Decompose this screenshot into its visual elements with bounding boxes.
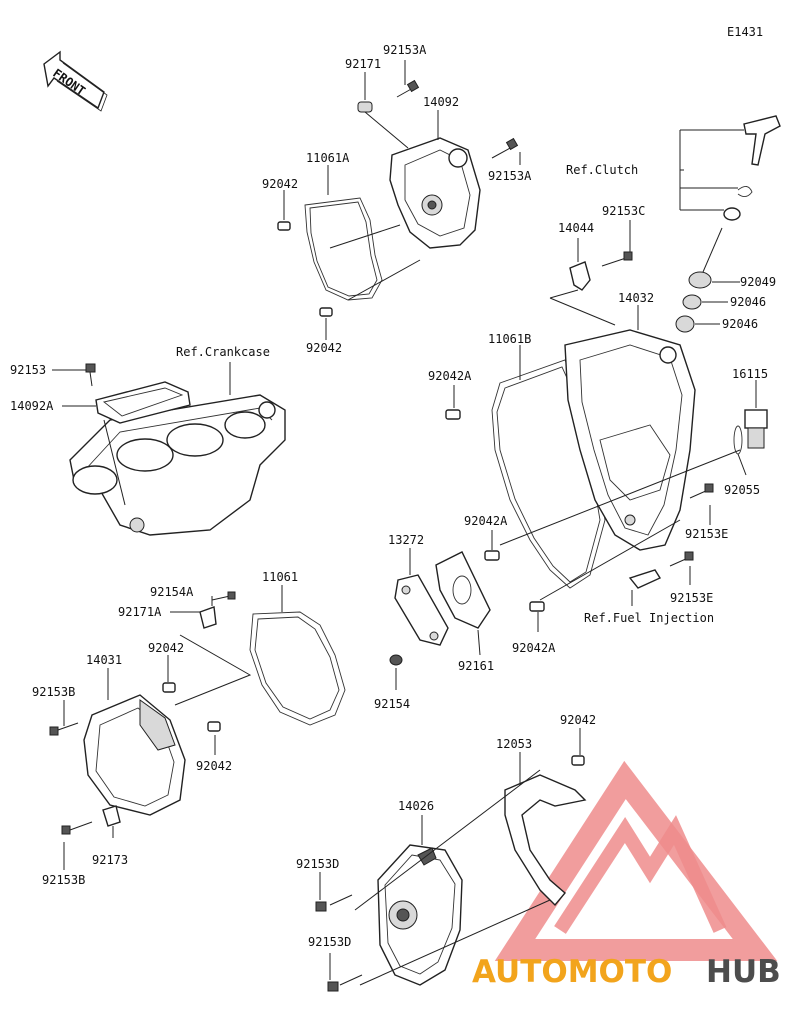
cover-14032 [564, 329, 696, 551]
fuel-injection-bracket [628, 569, 662, 589]
label-14044: 14044 [558, 221, 594, 235]
label-16115: 16115 [732, 367, 768, 381]
diagram-id: E1431 [727, 25, 763, 39]
dowel-92042A-b [484, 550, 500, 561]
label-92173: 92173 [92, 853, 128, 867]
clutch-cover-group [445, 115, 781, 632]
bracket-14044 [569, 261, 591, 291]
watermark-brand-a: AUTOMOTO [472, 954, 672, 990]
seal-92046-a [682, 294, 702, 310]
automotohub-watermark: AUTOMOTO HUB [472, 760, 781, 990]
bolt-92153 [85, 363, 96, 387]
seal-92049 [688, 271, 712, 289]
label-92046-b: 92046 [722, 317, 758, 331]
bolt-92153A-right [491, 137, 519, 159]
label-12053: 12053 [496, 737, 532, 751]
collar-92171A [199, 606, 217, 629]
cover-14092A [95, 381, 191, 424]
label-ref-crankcase: Ref.Crankcase [176, 345, 270, 359]
label-92153: 92153 [10, 363, 46, 377]
label-ref-clutch: Ref.Clutch [566, 163, 638, 177]
label-11061A: 11061A [306, 151, 350, 165]
bolt-92153D-b [327, 974, 363, 992]
front-arrow-icon: FRONT [43, 50, 108, 112]
label-92042-a: 92042 [262, 177, 298, 191]
pulser-cover-group [277, 60, 521, 340]
cap-16115 [744, 409, 768, 449]
seal-92046-b [675, 315, 695, 333]
label-92042A-b: 92042A [464, 514, 508, 528]
label-14026: 14026 [398, 799, 434, 813]
label-92042-c: 92042 [148, 641, 184, 655]
label-11061B: 11061B [488, 332, 531, 346]
label-92171: 92171 [345, 57, 381, 71]
gasket-92161 [435, 551, 491, 629]
label-92154A: 92154A [150, 585, 194, 599]
label-92042-e: 92042 [560, 713, 596, 727]
dowel-92042-a [277, 221, 291, 231]
sprocket-cover-group [315, 728, 587, 992]
crankcase-reference-group [52, 362, 286, 536]
cover-13272-group [389, 548, 491, 690]
label-92153D-b: 92153D [308, 935, 351, 949]
cover-14026 [377, 844, 463, 986]
label-92153E-b: 92153E [670, 591, 713, 605]
dowel-92042A-a [445, 409, 461, 420]
label-92153A-right: 92153A [488, 169, 532, 183]
label-92042-d: 92042 [196, 759, 232, 773]
label-92153B-a: 92153B [32, 685, 75, 699]
collar-92171 [357, 101, 373, 113]
generator-cover-group [49, 585, 346, 870]
part-labels: 92153A 92171 14092 11061A 92042 92153A 9… [10, 43, 776, 949]
bolt-92153D-a [315, 894, 353, 912]
bolt-92154A [211, 591, 236, 601]
label-14092: 14092 [423, 95, 459, 109]
label-92171A: 92171A [118, 605, 162, 619]
watermark-logo-triangle [494, 760, 778, 961]
bolt-92153E-b [669, 551, 694, 567]
dowel-92042-c [162, 682, 176, 693]
bolt-92153A-top [396, 79, 420, 98]
cover-14031 [83, 694, 186, 816]
label-92042A-a: 92042A [428, 369, 472, 383]
label-92049: 92049 [740, 275, 776, 289]
label-92153E-a: 92153E [685, 527, 728, 541]
dowel-92042-d [207, 721, 221, 732]
dowel-92042-e [571, 755, 585, 766]
label-11061: 11061 [262, 570, 298, 584]
gasket-11061 [249, 611, 346, 726]
label-14092A: 14092A [10, 399, 54, 413]
label-14031: 14031 [86, 653, 122, 667]
clutch-washer [723, 207, 741, 221]
bolt-92153B-b [61, 821, 93, 835]
label-13272: 13272 [388, 533, 424, 547]
clutch-spring [737, 186, 753, 197]
label-92153D-a: 92153D [296, 857, 339, 871]
clip-92173 [102, 805, 121, 827]
dowel-92042A-c [529, 601, 545, 612]
label-92153A-top: 92153A [383, 43, 427, 57]
label-92154: 92154 [374, 697, 410, 711]
bolt-92153E-a [689, 483, 714, 499]
bolt-92153C [601, 251, 633, 267]
label-92153B-b: 92153B [42, 873, 85, 887]
label-92161: 92161 [458, 659, 494, 673]
gasket-11061A [304, 197, 383, 301]
guide-12053 [504, 774, 587, 907]
label-ref-fuel-injection: Ref.Fuel Injection [584, 611, 714, 625]
bolt-92154 [389, 654, 403, 666]
label-92042-b: 92042 [306, 341, 342, 355]
label-92046-a: 92046 [730, 295, 766, 309]
label-92055: 92055 [724, 483, 760, 497]
dowel-92042-b [319, 307, 333, 317]
clutch-lever [743, 115, 781, 166]
bolt-92153B-a [49, 722, 79, 736]
watermark-brand-b: HUB [706, 954, 781, 990]
oring-92055 [733, 425, 743, 455]
label-92042A-c: 92042A [512, 641, 556, 655]
label-14032: 14032 [618, 291, 654, 305]
label-92153C: 92153C [602, 204, 645, 218]
